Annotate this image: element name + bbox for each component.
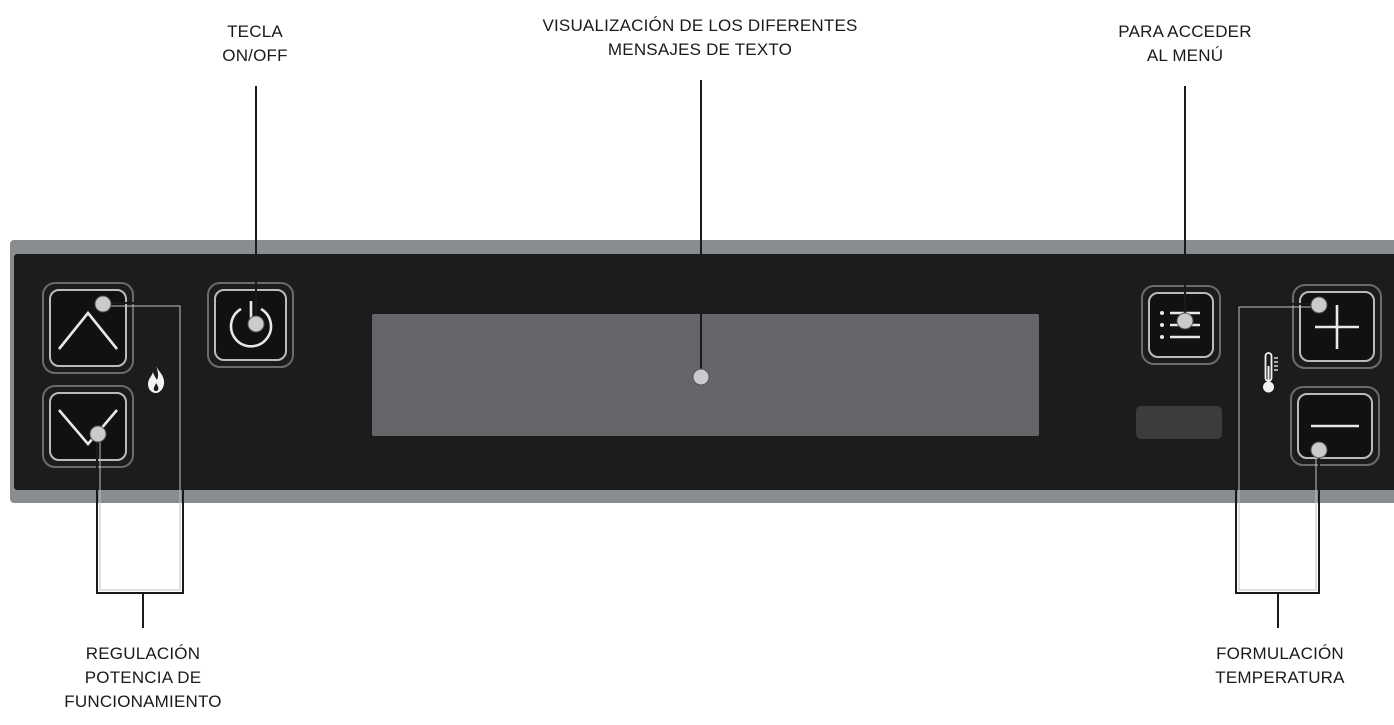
callout-dot-power-up [94, 295, 112, 313]
power-up-button[interactable] [42, 282, 134, 374]
thermometer-icon [1263, 352, 1278, 393]
chevron-down-icon [58, 409, 118, 447]
secondary-display-window [1136, 406, 1222, 439]
label-menu: PARA ACCEDER AL MENÚ [1118, 22, 1252, 65]
callout-dot-on-off [247, 315, 265, 333]
chevron-up-icon [57, 310, 119, 350]
minus-icon [1311, 424, 1359, 428]
label-temperature: FORMULACIÓN TEMPERATURA [1215, 644, 1345, 687]
callout-dot-temp-down [1310, 441, 1328, 459]
callout-dot-menu [1176, 312, 1194, 330]
callout-dot-power-down [89, 425, 107, 443]
leader-bracket-temperature [1235, 303, 1320, 594]
label-on-off: TECLA ON/OFF [222, 22, 288, 65]
callout-dot-temp-up [1310, 296, 1328, 314]
leader-bracket-power-regulation [96, 302, 184, 594]
callout-dot-display [692, 368, 710, 386]
power-down-button[interactable] [42, 385, 134, 468]
temperature-up-button[interactable] [1292, 284, 1382, 369]
flame-icon [148, 366, 165, 393]
temperature-down-button[interactable] [1290, 386, 1380, 466]
label-display: VISUALIZACIÓN DE LOS DIFERENTES MENSAJES… [542, 16, 858, 59]
plus-icon [1315, 305, 1359, 349]
label-power-regulation: REGULACIÓN POTENCIA DE FUNCIONAMIENTO [64, 644, 222, 711]
